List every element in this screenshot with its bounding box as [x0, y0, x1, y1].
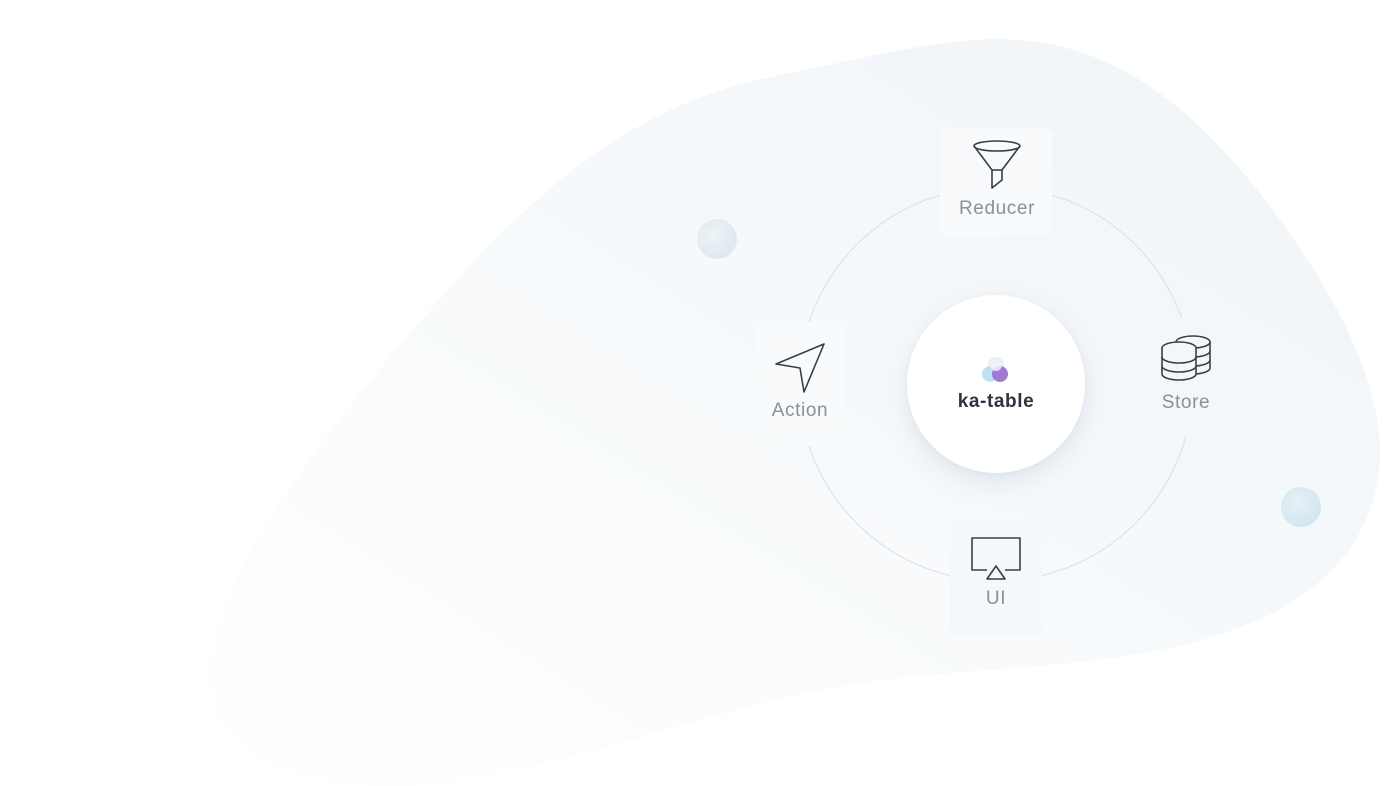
action-backdrop — [757, 322, 845, 446]
node-store: Store — [1131, 332, 1241, 414]
node-action: Action — [745, 340, 855, 422]
database-icon — [1161, 335, 1211, 381]
funnel-icon — [973, 140, 1021, 189]
ui-backdrop — [950, 520, 1042, 636]
node-reducer: Reducer — [942, 138, 1052, 220]
monitor-icon — [971, 537, 1021, 580]
action-label: Action — [771, 400, 829, 421]
ka-table-logo-icon — [982, 357, 1008, 382]
reducer-backdrop — [940, 128, 1052, 236]
decorative-dot-left — [697, 219, 737, 259]
decorative-dot-right — [1281, 487, 1321, 527]
cursor-arrow-icon — [775, 343, 825, 393]
center-title: ka-table — [957, 391, 1035, 412]
ui-label: UI — [985, 588, 1007, 609]
store-label: Store — [1161, 392, 1211, 413]
node-ui: UI — [941, 536, 1051, 610]
reducer-label: Reducer — [958, 198, 1036, 219]
center-circle: ka-table — [907, 295, 1085, 473]
